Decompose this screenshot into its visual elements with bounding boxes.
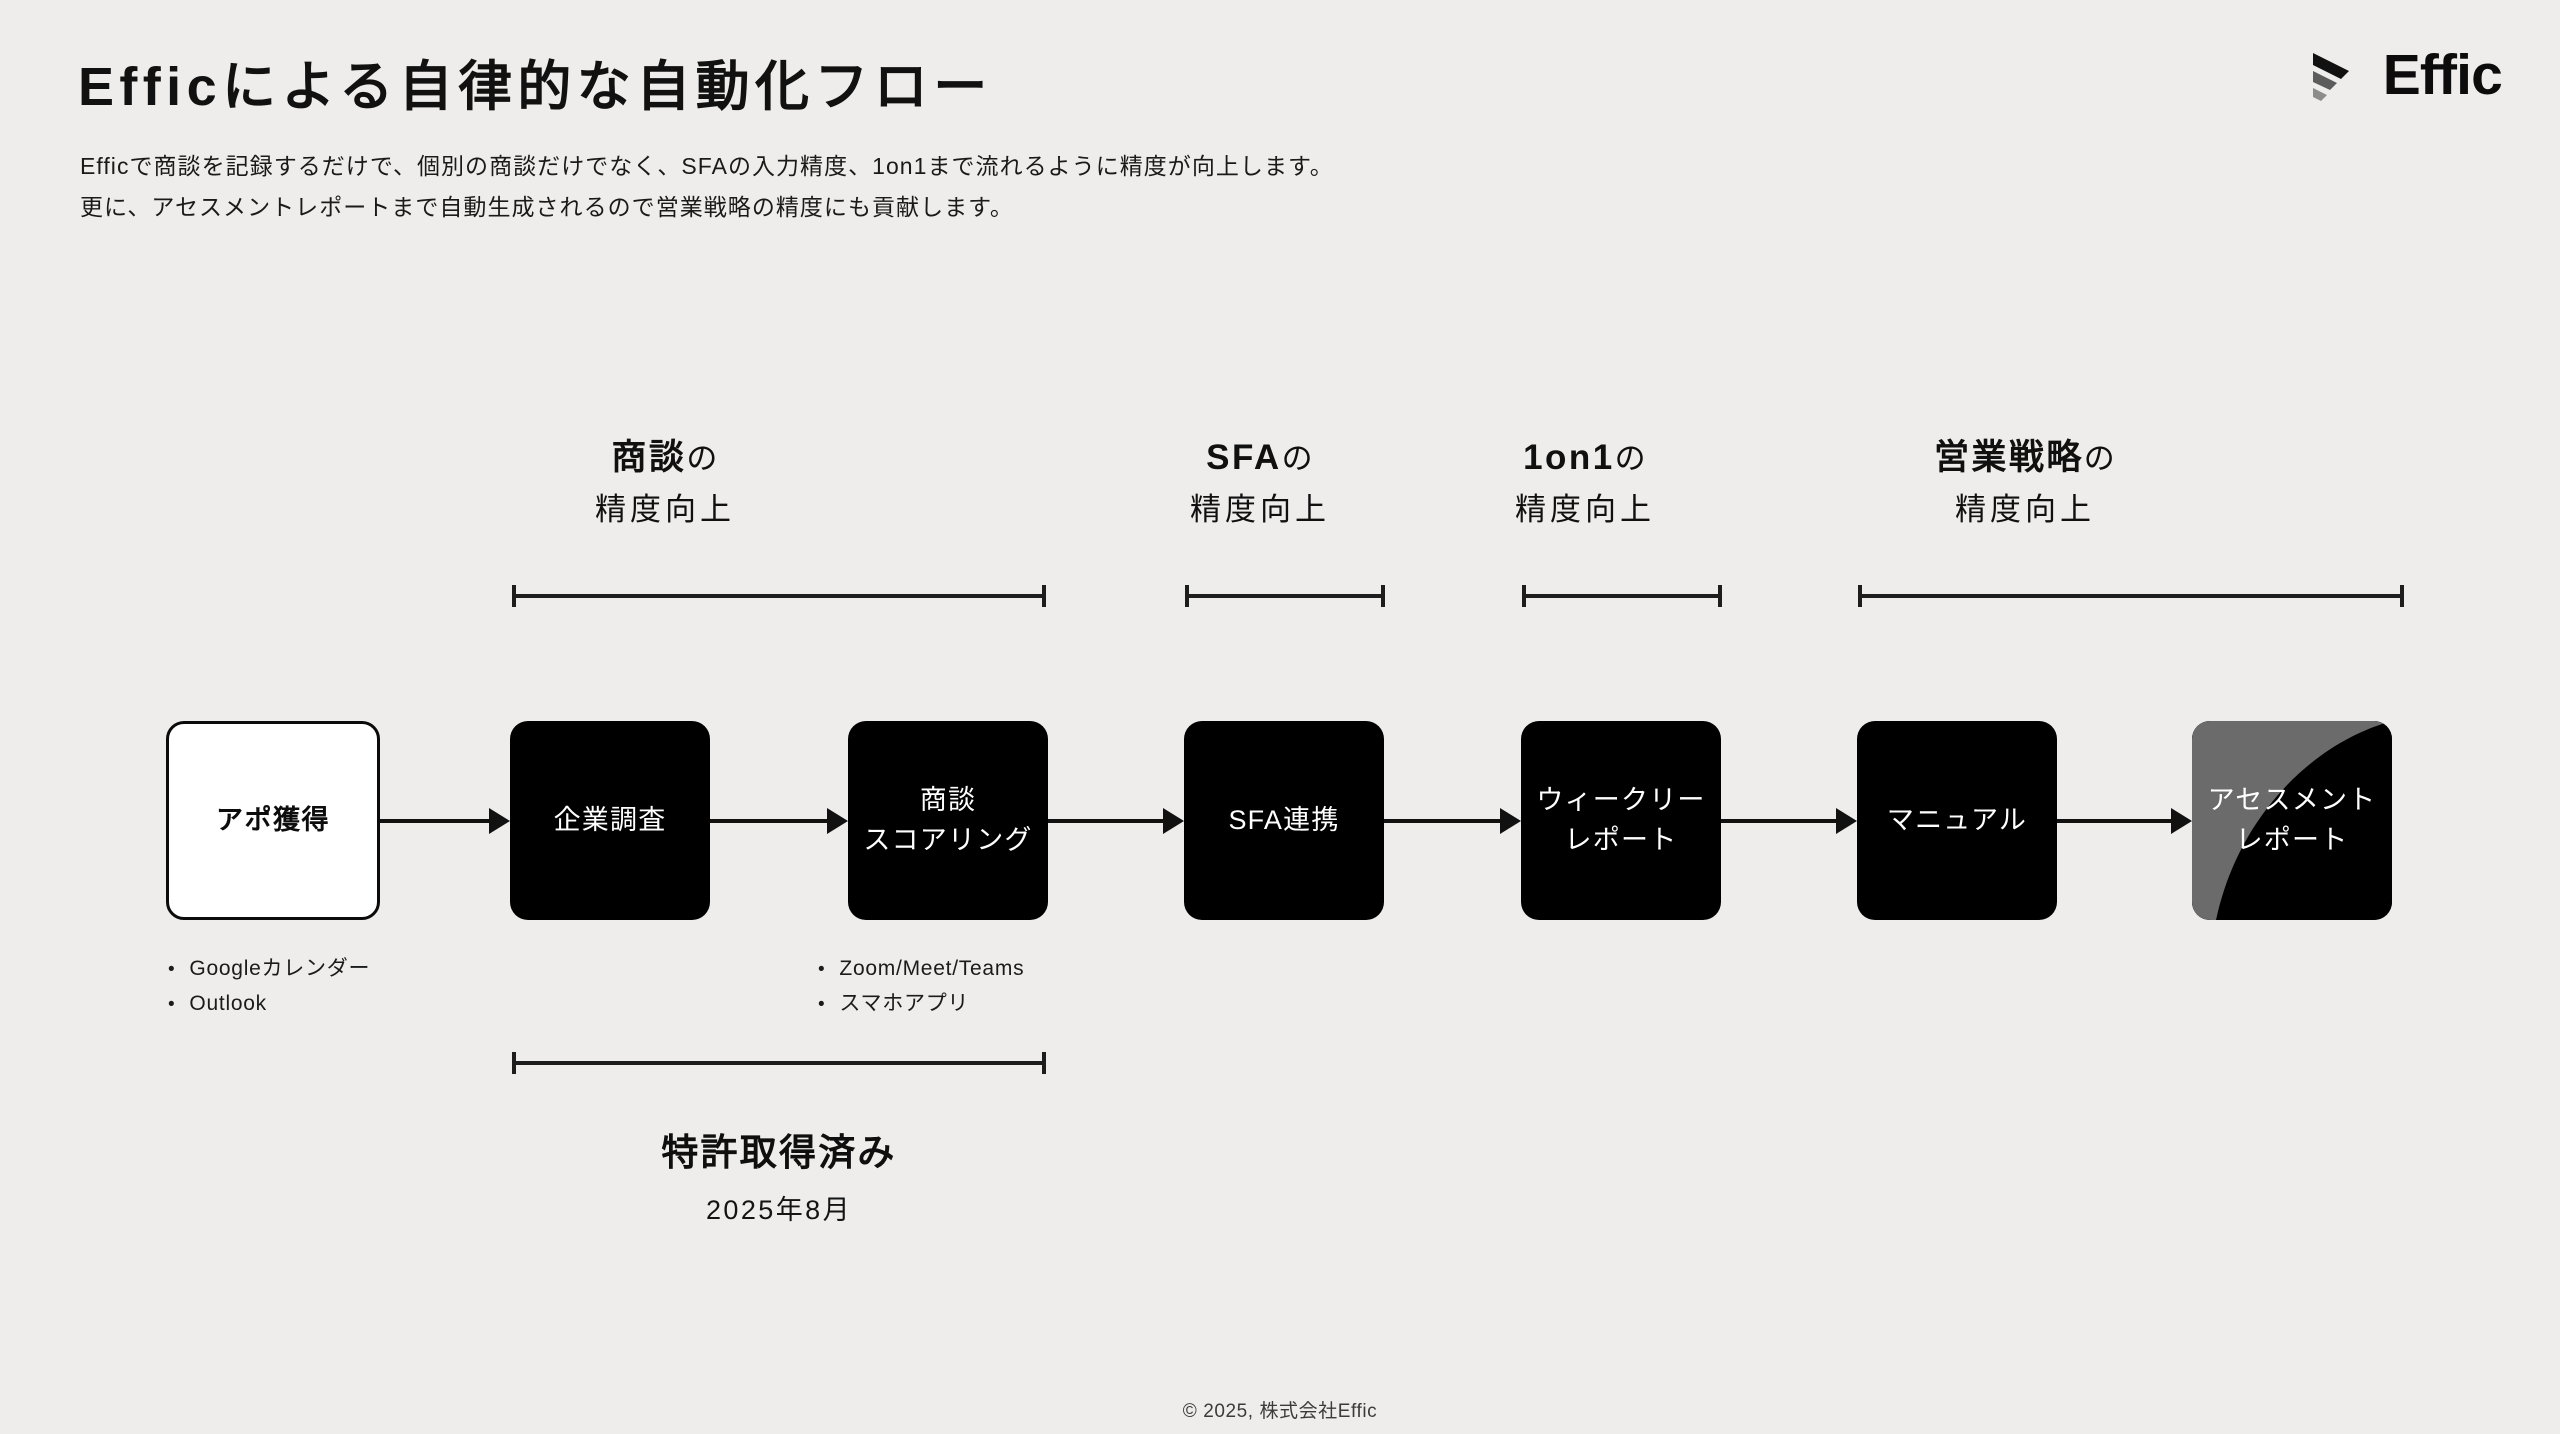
arrow-head-icon xyxy=(1500,808,1521,834)
bracket-bar xyxy=(1858,594,2404,598)
bracket-bar xyxy=(1522,594,1722,598)
patent-date: 2025年8月 xyxy=(705,1195,853,1225)
bracket-bar xyxy=(512,1061,1046,1065)
bracket-1on1 xyxy=(1522,585,1722,607)
bracket-sfa xyxy=(1185,585,1385,607)
flow-node-label: アポ獲得 xyxy=(216,804,330,835)
flow-node-weekly-report[interactable]: ウィークリー レポート xyxy=(1521,721,1721,920)
flow-arrow-1 xyxy=(380,808,510,834)
flow-arrow-2 xyxy=(710,808,848,834)
arrow-head-icon xyxy=(827,808,848,834)
arrow-head-icon xyxy=(1836,808,1857,834)
effic-logo: Effic xyxy=(2311,42,2503,108)
bracket-eigyou xyxy=(1858,585,2404,607)
group-header-line1: SFAの xyxy=(1206,438,1314,477)
bullet-item: • Googleカレンダー xyxy=(168,952,370,987)
bullet-item: • Zoom/Meet/Teams xyxy=(818,952,1024,987)
arrow-shaft xyxy=(380,819,489,823)
bracket-bar xyxy=(512,594,1046,598)
bullet-item: • スマホアプリ xyxy=(818,987,1024,1022)
group-header-1on1: 1on1の 精度向上 xyxy=(1460,435,1710,530)
bullet-label: スマホアプリ xyxy=(839,992,970,1015)
arrow-head-icon xyxy=(489,808,510,834)
subtitle-line-1: Efficで商談を記録するだけで、個別の商談だけでなく、SFAの入力精度、1on… xyxy=(80,153,1334,179)
bullet-dot-icon: • xyxy=(168,994,176,1015)
footer-copyright: © 2025, 株式会社Effic xyxy=(1182,1401,1378,1422)
group-header-sfa: SFAの 精度向上 xyxy=(1140,435,1380,530)
arrow-shaft xyxy=(2057,819,2171,823)
subtitle-line-2: 更に、アセスメントレポートまで自動生成されるので営業戦略の精度にも貢献します。 xyxy=(80,194,1014,220)
flow-arrow-5 xyxy=(1721,808,1857,834)
group-header-line1: 1on1の xyxy=(1523,438,1647,477)
bullet-dot-icon: • xyxy=(168,959,176,980)
flow-node-label: 商談 スコアリング xyxy=(863,785,1033,855)
group-header-line2: 精度向上 xyxy=(594,491,736,527)
group-header-line2: 精度向上 xyxy=(1189,491,1331,527)
bracket-cap-left xyxy=(512,1052,516,1074)
bullet-item: • Outlook xyxy=(168,987,370,1022)
arrow-head-icon xyxy=(1163,808,1184,834)
bullet-label: Googleカレンダー xyxy=(189,957,371,980)
arrow-shaft xyxy=(1384,819,1500,823)
group-header-line2: 精度向上 xyxy=(1514,491,1656,527)
flow-node-kigyou-chousa[interactable]: 企業調査 xyxy=(510,721,710,920)
page-title: Efficによる自律的な自動化フロー xyxy=(78,57,993,117)
flow-node-label: SFA連携 xyxy=(1228,804,1340,835)
effic-logo-mark-icon xyxy=(2312,53,2349,101)
bullet-dot-icon: • xyxy=(818,994,826,1015)
group-header-line1: 営業戦略の xyxy=(1933,438,2117,477)
flow-node-label: ウィークリー レポート xyxy=(1536,785,1706,855)
flow-node-label: アセスメント レポート xyxy=(2207,785,2377,855)
arrow-shaft xyxy=(1048,819,1163,823)
bullet-list-meeting-tools: • Zoom/Meet/Teams • スマホアプリ xyxy=(818,952,1024,1022)
arrow-head-icon xyxy=(2171,808,2192,834)
flow-node-label: マニュアル xyxy=(1886,804,2028,835)
bracket-cap-left xyxy=(512,585,516,607)
bracket-bar xyxy=(1185,594,1385,598)
arrow-shaft xyxy=(710,819,827,823)
flow-arrow-6 xyxy=(2057,808,2192,834)
group-header-line1: 商談の xyxy=(611,438,719,477)
bullet-label: Zoom/Meet/Teams xyxy=(839,957,1025,980)
page-subtitle: Efficで商談を記録するだけで、個別の商談だけでなく、SFAの入力精度、1on… xyxy=(80,146,1334,228)
arrow-shaft xyxy=(1721,819,1836,823)
effic-logo-wordmark: Effic xyxy=(2382,42,2503,107)
flow-node-shoudan-scoring[interactable]: 商談 スコアリング xyxy=(848,721,1048,920)
flow-node-sfa-renkei[interactable]: SFA連携 xyxy=(1184,721,1384,920)
bullet-dot-icon: • xyxy=(818,959,826,980)
bracket-cap-left xyxy=(1522,585,1526,607)
flow-node-manual[interactable]: マニュアル xyxy=(1857,721,2057,920)
flow-node-label: 企業調査 xyxy=(553,804,667,835)
flow-node-apo-kakutoku[interactable]: アポ獲得 xyxy=(166,721,380,920)
bracket-cap-left xyxy=(1185,585,1189,607)
group-header-line2: 精度向上 xyxy=(1954,491,2096,527)
bracket-cap-right xyxy=(1042,585,1046,607)
flow-arrow-3 xyxy=(1048,808,1184,834)
flow-arrow-4 xyxy=(1384,808,1521,834)
bullet-label: Outlook xyxy=(189,992,267,1015)
swoosh-shape-icon xyxy=(2192,721,2392,920)
bracket-cap-left xyxy=(1858,585,1862,607)
bracket-cap-right xyxy=(1718,585,1722,607)
bracket-cap-right xyxy=(1381,585,1385,607)
bullet-list-calendar: • Googleカレンダー • Outlook xyxy=(168,952,370,1022)
patent-title: 特許取得済み xyxy=(661,1132,897,1173)
group-header-shoudan: 商談の 精度向上 xyxy=(525,435,805,530)
bracket-cap-right xyxy=(2400,585,2404,607)
group-header-eigyou: 営業戦略の 精度向上 xyxy=(1845,435,2205,530)
bracket-patent xyxy=(512,1052,1046,1074)
bracket-shoudan xyxy=(512,585,1046,607)
bracket-cap-right xyxy=(1042,1052,1046,1074)
flow-node-assessment-report[interactable]: アセスメント レポート xyxy=(2192,721,2392,920)
